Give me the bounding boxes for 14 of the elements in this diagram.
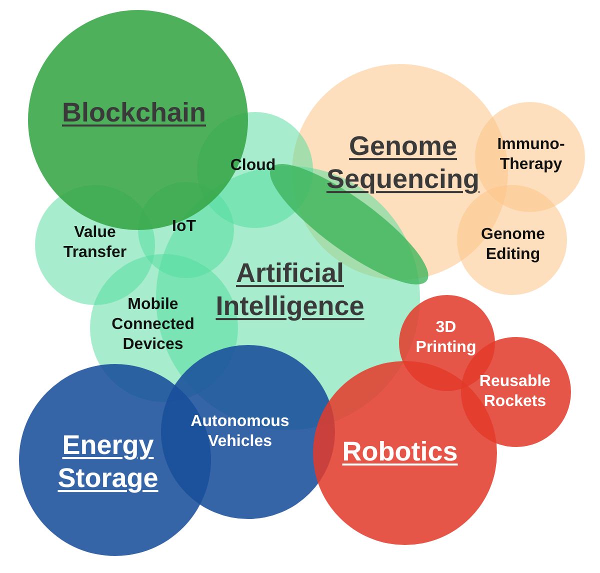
- topic-title: Robotics: [342, 436, 458, 468]
- subtopic-label: Autonomous Vehicles: [190, 412, 290, 452]
- subtopic-label: Reusable Rockets: [479, 372, 551, 412]
- subtopic-label: Value Transfer: [63, 223, 127, 263]
- topic-title: Blockchain: [62, 96, 206, 130]
- subtopic-label: Immuno-Therapy: [497, 135, 565, 175]
- subtopic-label: 3D Printing: [416, 318, 476, 358]
- topic-title: Energy Storage: [58, 429, 158, 495]
- topic-title: Genome Sequencing: [326, 130, 480, 196]
- subtopic-label: Genome Editing: [481, 225, 545, 265]
- topic-title: Artificial Intelligence: [216, 257, 364, 323]
- subtopic-label: IoT: [172, 217, 196, 237]
- subtopic-label: Cloud: [230, 156, 276, 176]
- subtopic-label: Mobile Connected Devices: [112, 295, 194, 355]
